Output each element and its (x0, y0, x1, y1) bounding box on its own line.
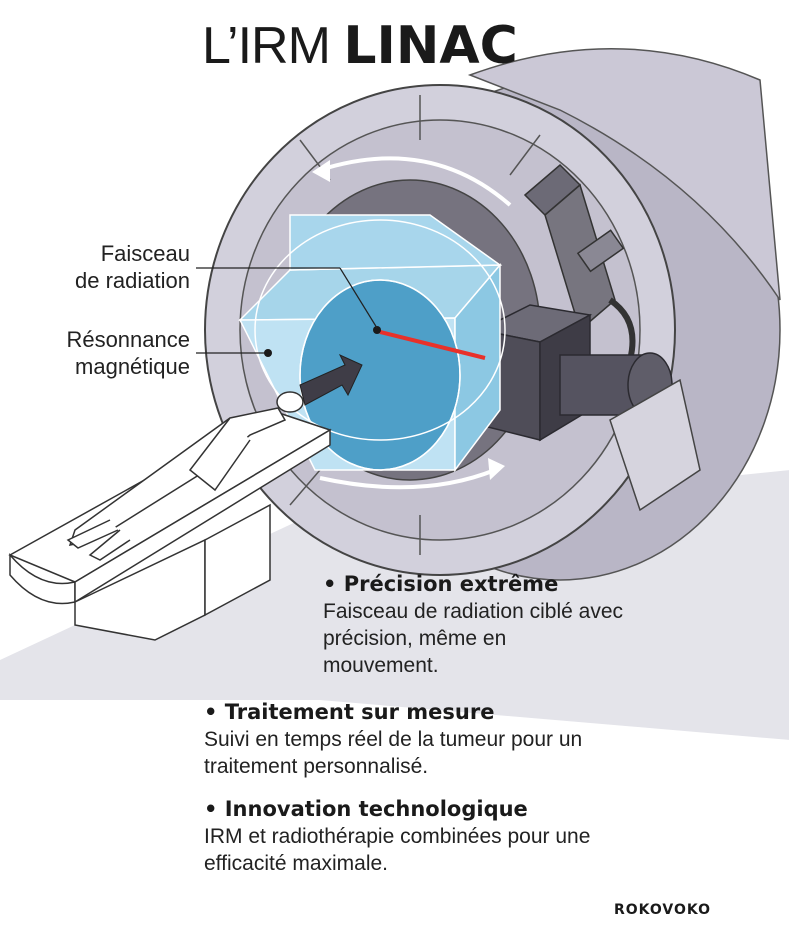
feature-title: • Précision extrême (323, 572, 559, 596)
feature-precision: • Précision extrême Faisceau de radiatio… (323, 570, 623, 679)
feature-desc: Faisceau de radiation ciblé avec précisi… (323, 600, 624, 677)
machine-top (467, 48, 781, 301)
rotation-arrow-top (319, 156, 512, 207)
label-beam: Faisceau de radiation (75, 241, 190, 293)
rotation-arrow-bottom (319, 468, 496, 490)
magnet-block (238, 214, 503, 473)
magnet-circle (254, 219, 506, 441)
label-mri: Résonnance magnétique (66, 327, 190, 379)
feature-title: • Innovation technologique (204, 797, 528, 821)
tumor-target (373, 326, 381, 334)
rotation-arrowhead-top (312, 160, 330, 182)
feature-custom: • Traitement sur mesure Suivi en temps r… (204, 698, 624, 780)
feature-desc: IRM et radiothérapie combinées pour une … (204, 825, 591, 875)
linac-arm (523, 163, 636, 361)
page-title: L’IRM LINAC (202, 18, 518, 74)
feature-title: • Traitement sur mesure (204, 700, 495, 724)
title-bold: LINAC (343, 16, 518, 76)
machine-stand (609, 378, 701, 512)
brand-logo: ROKOVOKO (613, 902, 711, 918)
patient (66, 391, 304, 561)
mri-leader-dot (264, 349, 272, 357)
patient-direction-arrow (299, 353, 363, 406)
rotation-arrowhead-bottom (488, 458, 505, 480)
beam-leader-line-diag (339, 267, 378, 329)
feature-innovation: • Innovation technologique IRM et radiot… (204, 795, 624, 877)
title-light: L’IRM (202, 17, 344, 75)
radiation-beam (379, 330, 486, 360)
feature-desc: Suivi en temps réel de la tumeur pour un… (204, 728, 583, 778)
